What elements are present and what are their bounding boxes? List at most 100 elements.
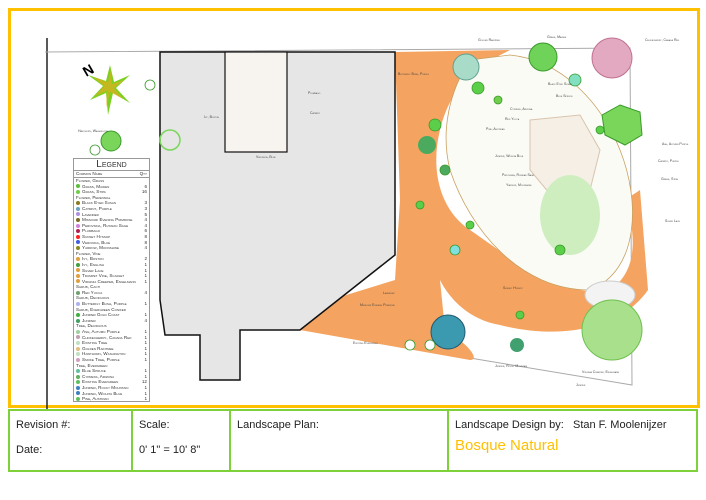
legend-row: Plumbago 6	[74, 228, 149, 234]
legend-plant-name: Ash, Autumn Purple	[82, 329, 120, 335]
legend-qty: 1	[144, 267, 147, 273]
plant-symbol-icon	[76, 234, 80, 239]
legend-plant-name: Juniper, Rocky Mountain	[82, 384, 129, 390]
existing-tree	[540, 175, 600, 255]
legend-plant-name: Plumbago	[82, 228, 101, 234]
scale-label: Scale:	[139, 419, 170, 431]
legend-qty: 1	[144, 273, 147, 279]
plant-symbol-icon	[76, 223, 80, 228]
legend-plant-name: Catmint, Purple	[82, 205, 112, 211]
plant-symbol-icon	[76, 245, 80, 250]
legend-qty: 8	[144, 239, 147, 245]
plan-label-golden-raintree: Golden Raintree	[478, 38, 500, 42]
plant-symbol-icon	[76, 262, 80, 267]
plant-symbol-icon	[76, 329, 80, 334]
legend-plant-name: Golden Raintree	[82, 345, 114, 351]
legend-qty: 1	[144, 368, 147, 374]
plant-symbol	[471, 81, 485, 95]
hawthorn-tree	[159, 129, 181, 151]
plant-symbol-icon	[76, 279, 80, 284]
legend-row: Red Yucca 4	[74, 290, 149, 296]
hawthorn-tree	[100, 130, 122, 152]
plant-symbol	[493, 95, 503, 105]
legend-qty: 1	[144, 329, 147, 335]
title-block: Revision #: Date: Scale: 0' 1" = 10' 8" …	[8, 409, 698, 472]
plant-symbol	[515, 310, 525, 320]
plan-label-veronica: Veronica, Blue	[256, 155, 276, 159]
legend-plant-name: Grass, Stipa	[82, 189, 106, 195]
designer-label: Landscape Design by:	[455, 419, 564, 431]
legend-qty: 4	[144, 289, 147, 295]
legend-col-qty: Qty	[139, 171, 147, 176]
plant-symbol-icon	[76, 184, 80, 189]
plan-label-ash: Ash, Autumn Purple	[662, 142, 689, 146]
legend-category: Shrub, Cacti	[74, 284, 149, 290]
legend-plant-name: Existing Evergreen	[82, 379, 119, 385]
legend-plant-name: Red Yucca	[82, 289, 103, 295]
revision-cell: Revision #: Date:	[10, 411, 133, 470]
legend-row: Hawthorn, Washington 1	[74, 351, 149, 357]
legend-qty: 1	[144, 390, 147, 396]
plant-symbol	[404, 339, 416, 351]
juniper-shrub	[510, 338, 524, 352]
legend-category: Flower, Vine	[74, 251, 149, 257]
plant-symbol-icon	[76, 206, 80, 211]
butterfly-bush	[452, 53, 480, 81]
plant-symbol-icon	[76, 217, 80, 222]
plant-symbol-icon	[76, 301, 80, 306]
plan-label-grass-maiden: Grass, Maiden	[547, 35, 567, 39]
legend-plant-name: Veronica, Blue	[82, 239, 111, 245]
scale-cell: Scale: 0' 1" = 10' 8"	[133, 411, 231, 470]
legend-title: Legend	[74, 159, 149, 171]
plant-symbol	[89, 144, 101, 156]
plan-label-virginia-creeper: Virginia Creeper, Engelmann	[582, 370, 620, 374]
legend-plant-name: Existing Tree	[82, 340, 108, 346]
legend-plant-name: Juniper	[82, 317, 96, 323]
legend-qty: 1	[144, 340, 147, 346]
legend-qty: 6	[144, 228, 147, 234]
plan-label-juniper-wichita: Juniper, Wichita Blue	[495, 154, 524, 158]
pine-tree	[418, 136, 436, 154]
legend-plant-name: Juniper Gold Coast	[82, 312, 120, 318]
plant-symbol	[424, 339, 436, 351]
plan-label-blue-spruce: Blue Spruce	[556, 94, 573, 98]
legend-category: Flower, Perennial	[74, 195, 149, 201]
plant-symbol-icon	[76, 357, 80, 362]
chokecherry-tree	[591, 37, 633, 79]
legend-qty: 1	[144, 351, 147, 357]
legend-plant-name: Flower, Vine	[76, 250, 101, 256]
legend-qty: 1	[144, 345, 147, 351]
legend-plant-name: Black Eyed Susan	[82, 200, 117, 206]
plant-symbol	[595, 125, 605, 135]
plant-symbol-icon	[76, 313, 80, 318]
plant-symbol-icon	[76, 189, 80, 194]
legend-qty: 1	[144, 396, 147, 402]
legend-row: Existing Tree 1	[74, 340, 149, 346]
legend-qty: 3	[144, 200, 147, 206]
legend-plant-name: Lavender	[82, 211, 99, 217]
plan-label-chokecherry: Chokecherry, Canada Red	[645, 38, 680, 42]
legend-plant-name: Hawthorn, Washington	[82, 351, 126, 357]
plant-symbol-icon	[76, 385, 80, 390]
legend-plant-name: Flower, Grass	[76, 178, 105, 183]
plant-symbol-icon	[76, 212, 80, 217]
revision-label: Revision #:	[16, 419, 71, 431]
juniper-rocky-mountain	[430, 314, 466, 350]
plant-symbol	[465, 220, 475, 230]
plant-symbol-icon	[76, 396, 80, 401]
legend-plant-name: Ivy, English	[82, 261, 105, 267]
legend-category: Shrub, Deciduous	[74, 295, 149, 301]
plan-label-perovskia: Perovskia, Russian Sage	[502, 173, 535, 177]
plan-label-pine: Pine, Austrian	[486, 127, 505, 131]
